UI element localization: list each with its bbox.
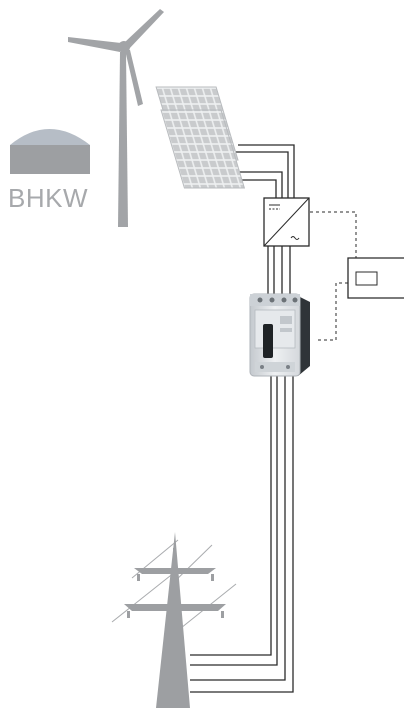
- chp-plant-icon: [10, 129, 90, 174]
- solar-panel-icon: [156, 87, 244, 188]
- ac-wires-inverter-to-breaker: [268, 246, 290, 298]
- grid-wires-to-pylon: [190, 375, 293, 692]
- circuit-breaker-icon: [250, 294, 310, 376]
- dc-wires-to-inverter: [232, 145, 294, 198]
- bhkw-label: BHKW: [8, 183, 88, 213]
- power-pylon-icon: [112, 532, 236, 708]
- controller-icon: [348, 258, 404, 298]
- inverter-icon: [264, 198, 309, 246]
